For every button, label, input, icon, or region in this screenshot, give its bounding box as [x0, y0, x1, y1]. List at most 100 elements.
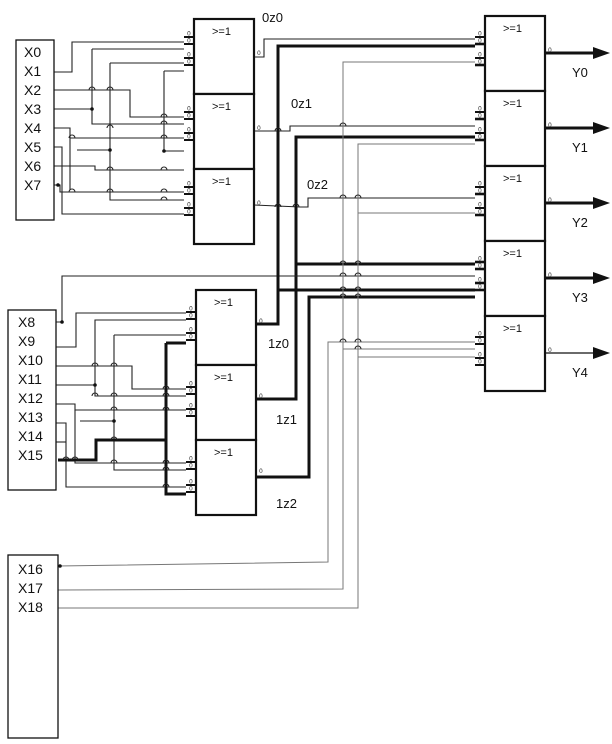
output-label-y4: Y4	[572, 365, 588, 380]
wire-crossover	[162, 459, 170, 464]
junction-dot	[58, 564, 62, 568]
pin-mark: 0	[189, 313, 193, 320]
wire-crossover	[339, 194, 347, 199]
wire-crossover	[110, 392, 118, 397]
pin-mark: 0	[478, 134, 482, 141]
pin-mark: 0	[189, 381, 193, 388]
gate-0z1	[192, 92, 256, 171]
wire-crossover	[110, 362, 118, 367]
pin-mark: 0	[478, 284, 482, 291]
wire-crossover	[160, 196, 168, 201]
wire-crossover	[162, 406, 170, 411]
junction-dot	[108, 148, 112, 152]
gate-0z2	[192, 167, 256, 246]
pin-mark: 0	[478, 338, 482, 345]
pin-mark: 0	[189, 410, 193, 417]
wire	[58, 143, 475, 609]
pin-mark: 0	[187, 209, 191, 216]
pin-mark: 0	[187, 127, 191, 134]
pin-mark: 0	[478, 38, 482, 45]
wire-crossover	[354, 272, 362, 277]
output-gate-y0	[483, 14, 547, 93]
output-label-y1: Y1	[572, 140, 588, 155]
pin-mark: 0	[478, 331, 482, 338]
pin-mark: 0	[189, 306, 193, 313]
input-label-x10: X10	[18, 352, 43, 368]
input-label-x7: X7	[24, 177, 41, 193]
arrow-icon	[593, 47, 610, 59]
wire	[94, 385, 186, 397]
wire	[164, 343, 186, 496]
wire	[113, 335, 186, 471]
wire-crossover	[354, 338, 362, 343]
wire-crossover	[354, 345, 362, 350]
pin-mark: 0	[187, 113, 191, 120]
pin-mark: 0	[478, 256, 482, 263]
pin-mark: 0	[187, 181, 191, 188]
pin-mark: 0	[189, 479, 193, 486]
pin-mark: 0	[478, 209, 482, 216]
pin-mark: 0	[257, 200, 261, 207]
wires	[54, 36, 610, 609]
gate-symbol: >=1	[212, 26, 231, 38]
wire	[54, 146, 184, 215]
wire	[54, 89, 184, 118]
wire	[56, 319, 186, 386]
wire	[163, 71, 184, 152]
labels: X0X1X2X3X4X5X6X7X8X9X10X11X12X13X14X15X1…	[18, 10, 588, 615]
wire-crossover	[110, 459, 118, 464]
wire-crossover	[88, 86, 96, 91]
pin-mark: 0	[187, 134, 191, 141]
input-label-x16: X16	[18, 561, 43, 577]
net-label-1z1: 1z1	[276, 412, 297, 427]
pin-mark: 0	[259, 318, 263, 325]
wire	[254, 125, 475, 132]
wire-crossover	[339, 286, 347, 291]
output-gate-y2	[483, 164, 547, 243]
input-label-x6: X6	[24, 158, 41, 174]
wire-crossover	[106, 124, 114, 129]
wire-crossover	[62, 456, 70, 461]
pin-mark: 0	[189, 456, 193, 463]
input-label-x0: X0	[24, 44, 41, 60]
wire-crossover	[91, 362, 99, 367]
gate-symbol: >=1	[212, 101, 231, 113]
pin-mark: 0	[548, 347, 552, 354]
input-label-x9: X9	[18, 333, 35, 349]
net-label-1z0: 1z0	[268, 336, 289, 351]
pin-mark: 0	[548, 272, 552, 279]
junction-dot	[162, 149, 166, 153]
gate-0z0	[192, 17, 256, 96]
pin-mark: 0	[257, 50, 261, 57]
wire	[54, 108, 184, 125]
wire	[54, 49, 93, 110]
gate-1z2	[194, 438, 258, 517]
junction-dot	[112, 419, 116, 423]
gate-1z1	[194, 363, 258, 442]
wire	[54, 165, 184, 171]
wire	[256, 135, 475, 401]
wire-crossover	[162, 385, 170, 390]
wire-crossover	[160, 134, 168, 139]
pin-mark: 0	[189, 463, 193, 470]
wire	[56, 312, 186, 348]
junction-dot	[90, 107, 94, 111]
pin-mark: 0	[257, 125, 261, 132]
net-label-0z2: 0z2	[307, 177, 328, 192]
pin-mark: 0	[478, 188, 482, 195]
wire-crossover	[106, 188, 114, 193]
junction-dot	[56, 183, 60, 187]
output-gate-y4	[483, 314, 547, 393]
arrow-icon	[593, 347, 610, 359]
wire-crossover	[160, 113, 168, 118]
pin-mark: 0	[187, 38, 191, 45]
gate-symbol: >=1	[503, 173, 522, 185]
wire	[54, 41, 184, 73]
wire-crossover	[339, 122, 347, 127]
blocks	[7, 14, 547, 739]
gate-symbol: >=1	[212, 176, 231, 188]
input-label-x15: X15	[18, 447, 43, 463]
pin-mark: 0	[187, 31, 191, 38]
wire	[74, 410, 186, 464]
pin-mark: 0	[187, 202, 191, 209]
